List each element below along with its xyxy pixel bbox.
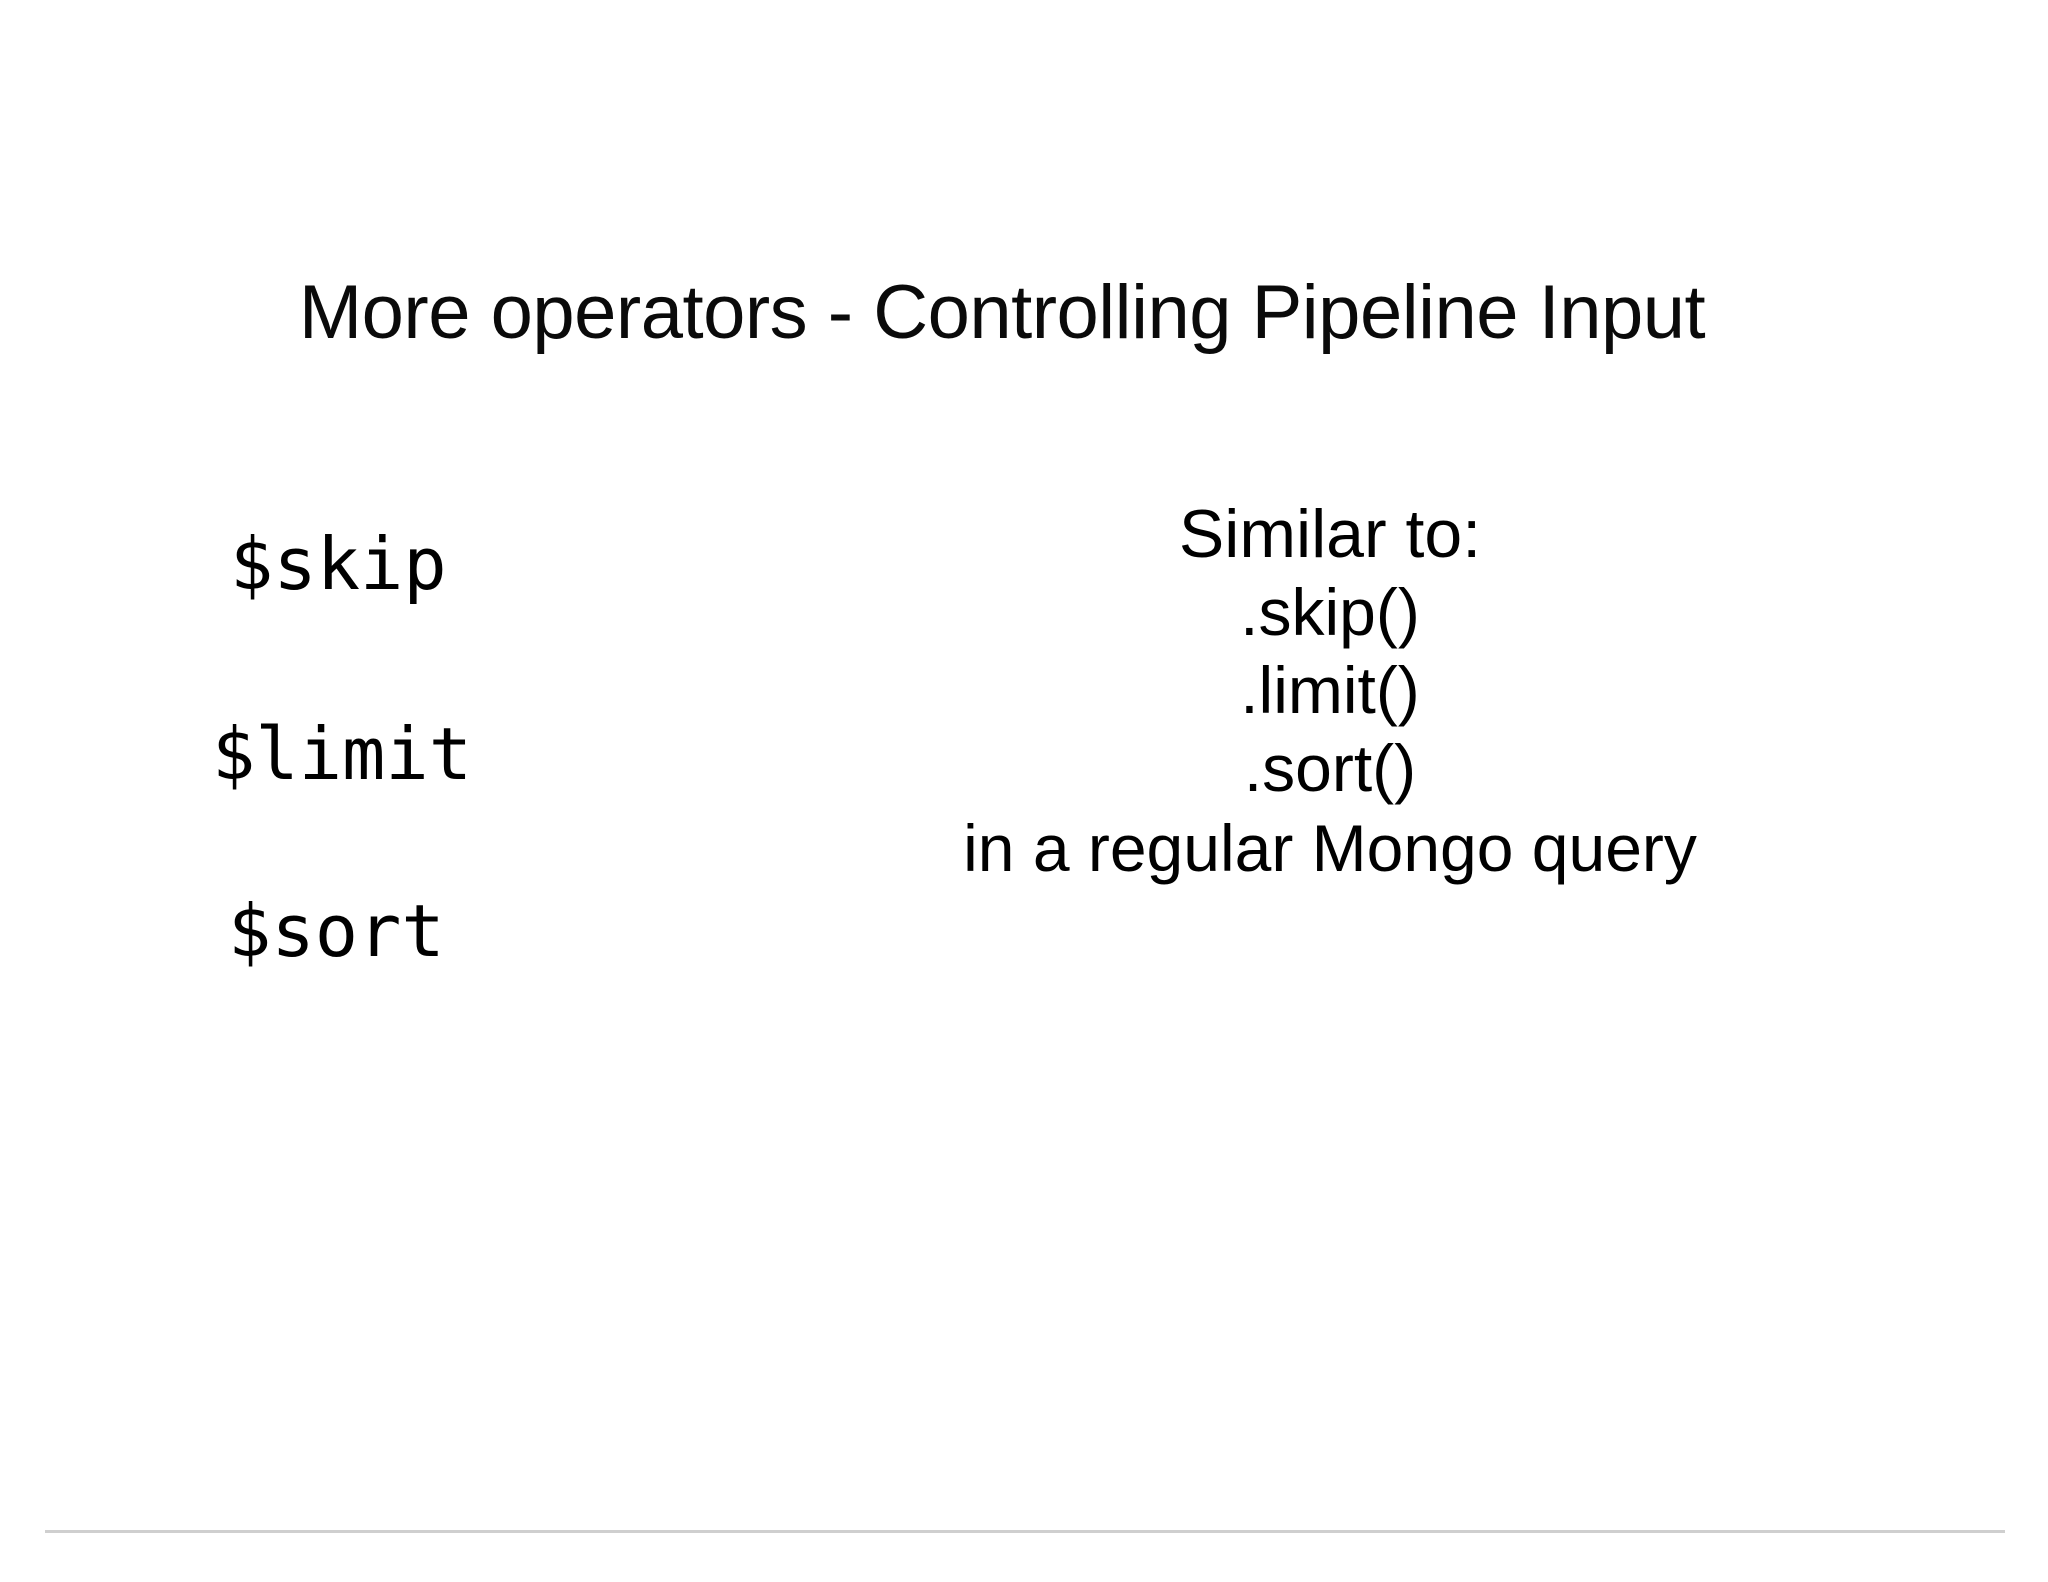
bottom-divider [45, 1530, 2005, 1533]
similar-method-skip: .skip() [1240, 575, 1420, 649]
similar-to-heading: Similar to: [1178, 496, 1482, 572]
slide-body: $skip $limit $sort Similar to: .skip() .… [0, 500, 2048, 1060]
similar-method-sort: .sort() [1243, 730, 1417, 805]
operator-item-sort: $sort [228, 889, 445, 973]
similar-method-limit: .limit() [1240, 652, 1420, 727]
page-title: More operators - Controlling Pipeline In… [298, 269, 1706, 355]
similar-to-block: Similar to: .skip() .limit() .sort() in … [830, 500, 1830, 886]
operator-item-limit: $limit [212, 712, 473, 796]
operator-item-skip: $skip [230, 522, 447, 606]
similar-to-footer: in a regular Mongo query [963, 810, 1697, 885]
